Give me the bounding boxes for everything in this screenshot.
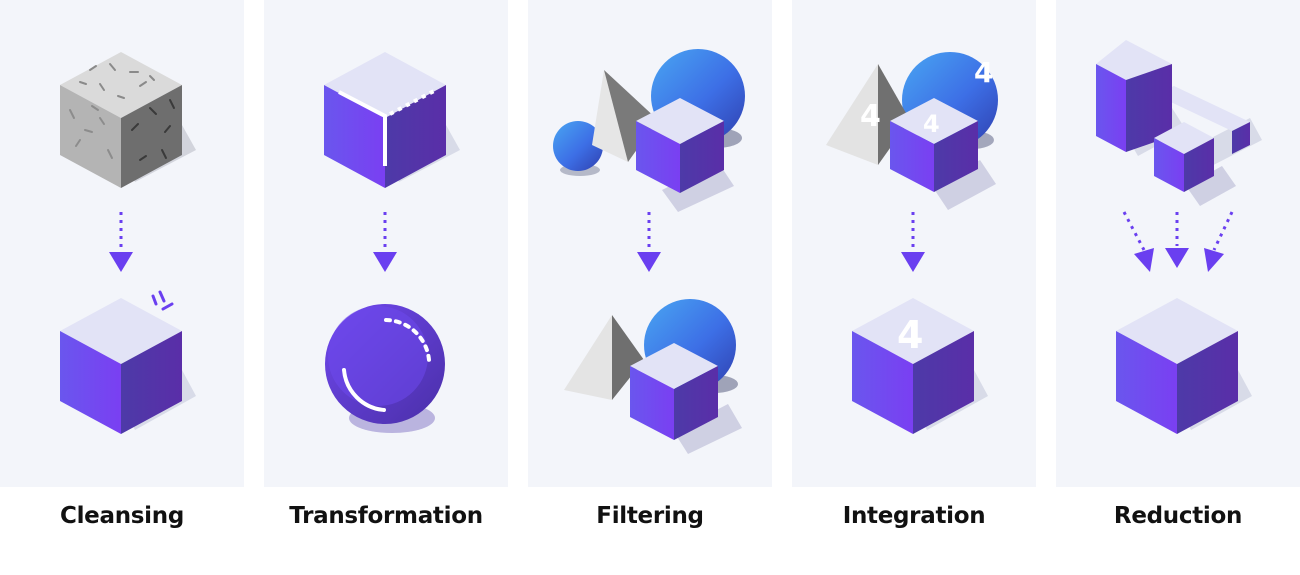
step-label-cleansing: Cleansing xyxy=(60,503,184,529)
converging-arrows-icon xyxy=(1122,211,1234,272)
panel-cleansing xyxy=(0,0,244,487)
clean-cube-icon xyxy=(60,298,196,434)
filtering-illustration xyxy=(553,49,745,454)
down-arrow-icon xyxy=(373,212,397,272)
shape-group-icon xyxy=(553,49,745,212)
transformation-illustration xyxy=(324,52,460,433)
digit-on-pyramid: 4 xyxy=(860,99,881,134)
step-label-filtering: Filtering xyxy=(596,503,704,529)
panel-filtering xyxy=(528,0,772,487)
down-arrow-icon xyxy=(901,212,925,272)
cube-icon xyxy=(324,52,460,188)
cleansing-illustration xyxy=(60,52,196,434)
shape-group-icon: 4 4 4 xyxy=(826,52,998,210)
reduction-illustration xyxy=(1096,40,1262,434)
digit-on-integrated-cube: 4 xyxy=(897,313,923,357)
step-label-transformation: Transformation xyxy=(289,503,483,529)
down-arrow-icon xyxy=(637,212,661,272)
panel-reduction xyxy=(1056,0,1300,487)
integration-illustration: 4 4 4 4 xyxy=(826,52,998,434)
digit-on-cube-top: 4 xyxy=(923,110,940,138)
down-arrow-icon xyxy=(109,212,133,272)
filtered-shape-group-icon xyxy=(564,299,742,454)
panel-integration: 4 4 4 4 xyxy=(792,0,1036,487)
dirty-cube-icon xyxy=(60,52,196,188)
step-label-integration: Integration xyxy=(842,503,986,529)
panel-transformation xyxy=(264,0,508,487)
integrated-cube-icon: 4 xyxy=(852,298,988,434)
step-label-reduction: Reduction xyxy=(1113,503,1243,529)
digit-on-sphere: 4 xyxy=(974,56,993,89)
sparkle-icon xyxy=(151,290,174,311)
reduced-cube-icon xyxy=(1116,298,1252,434)
sphere-icon xyxy=(325,304,445,433)
block-group-icon xyxy=(1096,40,1262,206)
